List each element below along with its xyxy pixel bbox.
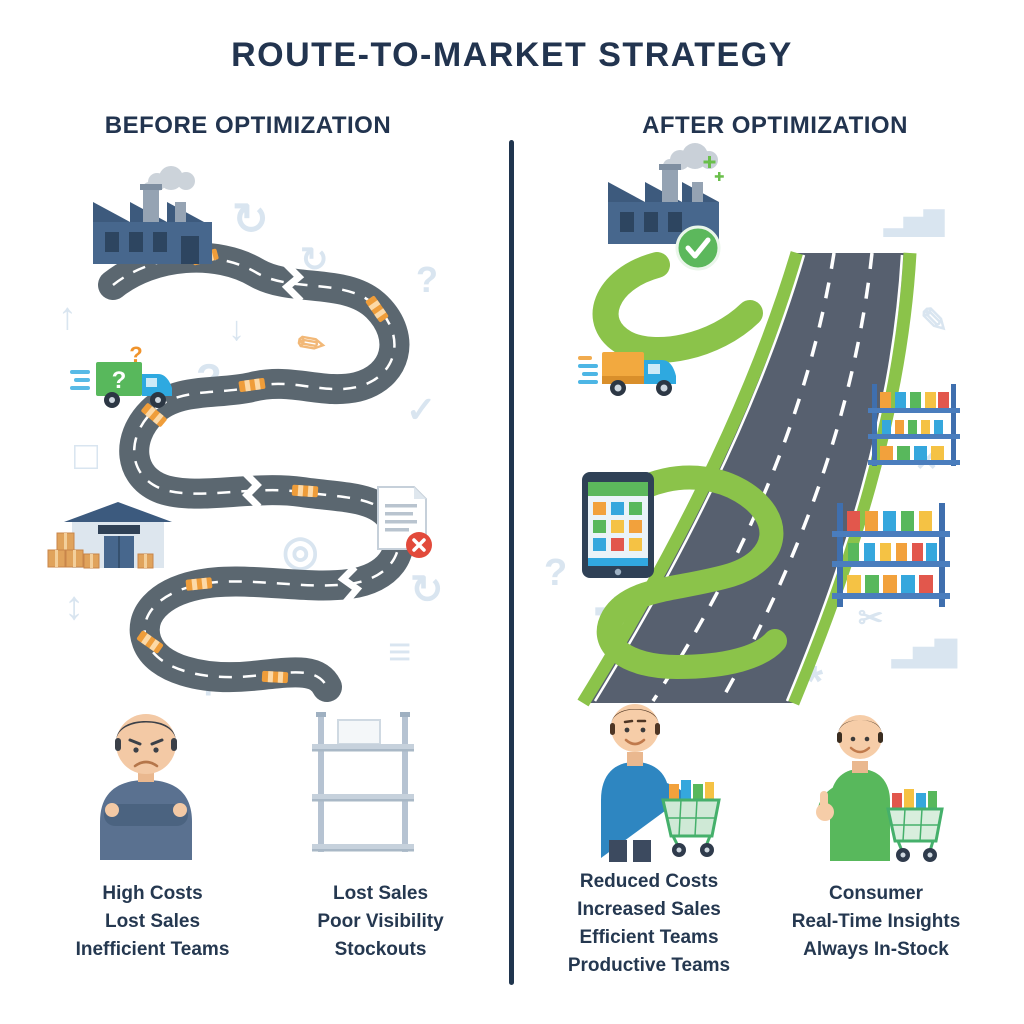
caption-line: Increased Sales <box>577 899 721 920</box>
watermark-check-icon: ✓ <box>406 389 437 430</box>
products-row <box>880 392 949 408</box>
road-crack-icon <box>337 564 363 606</box>
optimized-highway-icon <box>545 235 980 715</box>
page-title: ROUTE-TO-MARKET STRATEGY <box>231 36 793 74</box>
warehouse-icon <box>47 492 174 587</box>
thumbs-up-icon <box>816 785 848 821</box>
crossed-arms <box>104 803 188 826</box>
watermark-refresh-icon: ↻ <box>410 568 444 612</box>
before-caption-visibility: Lost Sales Poor Visibility Stockouts <box>268 880 493 964</box>
after-caption-consumer: Consumer Real-Time Insights Always In-St… <box>762 880 990 964</box>
caption-line: Always In-Stock <box>803 939 949 960</box>
caption-line: Lost Sales <box>104 911 201 932</box>
watermark-pencil-icon: ✎ <box>920 302 949 340</box>
lane-marking <box>719 252 874 702</box>
highway-green-edge <box>786 252 917 706</box>
after-caption-performance: Reduced Costs Increased Sales Efficient … <box>535 868 763 980</box>
caption-line: Lost Sales <box>332 883 429 904</box>
products-row <box>882 420 943 434</box>
lane-marking <box>651 252 836 702</box>
caption-line: Stockouts <box>334 939 427 960</box>
watermark-arrow-down-icon: ↓ <box>228 310 245 348</box>
roadblock-barrier-icon <box>365 295 389 323</box>
roadblock-barrier-icon <box>136 630 164 654</box>
stocked-shelf-icon <box>868 378 960 470</box>
roadblock-barrier-icon <box>185 577 213 591</box>
watermark-box-icon: □ <box>74 434 99 478</box>
watermark-chart-icon: ▂▅▇ <box>892 636 957 667</box>
roadblock-barrier-icon <box>261 670 289 684</box>
green-route <box>592 252 763 363</box>
caption-line: High Costs <box>102 883 203 904</box>
fast-truck-icon <box>578 340 703 410</box>
before-caption-costs: High Costs Lost Sales Inefficient Teams <box>40 880 265 964</box>
shopping-cart-icon <box>886 789 944 862</box>
watermark-scissors-icon: ✂ <box>858 602 884 635</box>
caption-line: Efficient Teams <box>579 927 719 948</box>
factory-icon <box>85 166 220 272</box>
roadblock-barrier-icon <box>291 484 319 498</box>
products-row <box>847 575 933 593</box>
stocked-shelf-icon <box>832 495 950 613</box>
happy-shopper-icon <box>585 688 725 868</box>
roadblock-barrier-icon <box>238 378 266 392</box>
products-row <box>848 543 937 561</box>
watermark-chart-icon: ▂▅▇ <box>884 206 944 236</box>
watermark-target-icon: ◎ <box>282 527 319 574</box>
shopping-cart-icon <box>661 780 721 857</box>
before-header: BEFORE OPTIMIZATION <box>104 112 392 139</box>
tangled-road-icon <box>55 235 465 715</box>
column-divider <box>509 140 514 985</box>
watermark-list-icon: ≡ <box>388 630 412 674</box>
caption-line: Productive Teams <box>567 955 731 976</box>
document-error-icon <box>370 482 442 564</box>
road-path <box>98 242 414 702</box>
road-crack-icon <box>281 260 305 304</box>
watermark-refresh-icon: ↻ <box>232 195 269 244</box>
app-product-grid <box>593 502 642 551</box>
watermark-arrows-icon: ↕ <box>64 584 84 628</box>
caption-line: Inefficient Teams <box>75 939 230 960</box>
caption-line: Reduced Costs <box>579 871 719 892</box>
lost-truck-icon: ? ? <box>70 342 182 420</box>
watermark-question-icon: ? <box>544 552 568 594</box>
cardboard-boxes-icon <box>47 532 154 569</box>
floating-question-mark: ? <box>129 342 142 367</box>
roadblock-barrier-icon <box>141 403 167 427</box>
road-crack-icon <box>242 470 262 510</box>
caption-line: Consumer <box>829 883 923 904</box>
watermark-arrow-up-icon: ↑ <box>58 296 77 338</box>
tablet-app-icon <box>580 470 658 582</box>
highway-edge-line <box>785 254 904 702</box>
products-row <box>880 446 944 460</box>
thumbs-up-shopper-icon <box>812 695 947 867</box>
sparkle-icon <box>703 156 724 181</box>
caption-line: Real-Time Insights <box>791 911 961 932</box>
after-header: AFTER OPTIMIZATION <box>642 112 908 139</box>
green-route-loop <box>588 465 787 680</box>
unhappy-person-icon <box>88 692 206 860</box>
empty-shelf-icon <box>308 708 420 860</box>
truck-question-mark: ? <box>112 367 127 394</box>
caption-line: Poor Visibility <box>317 911 444 932</box>
products-row <box>847 511 932 531</box>
factory-check-icon <box>600 143 732 274</box>
watermark-question-icon: ? <box>416 259 438 300</box>
